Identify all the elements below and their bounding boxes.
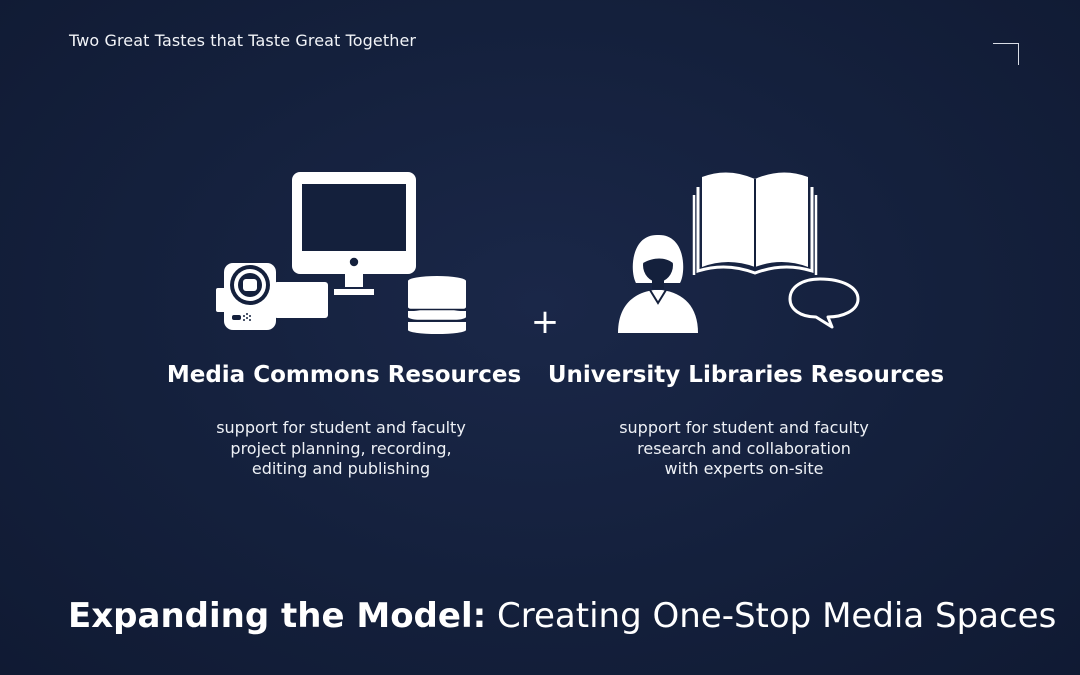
open-book-icon [692, 172, 818, 275]
media-commons-title: Media Commons Resources [166, 362, 522, 388]
disc-stack-icon [408, 276, 466, 334]
speech-bubble-icon [788, 277, 860, 329]
media-commons-description-line: support for student and faculty [216, 418, 466, 437]
slide-title: Expanding the Model: Creating One-Stop M… [68, 596, 1056, 636]
media-commons-description-line: project planning, recording, [230, 438, 452, 458]
video-camera-icon [216, 263, 328, 330]
monitor-icon [292, 172, 416, 295]
person-icon [618, 235, 698, 333]
university-libraries-description-line: research and collaboration [637, 438, 851, 458]
slide-title-light: Creating One-Stop Media Spaces [486, 596, 1057, 636]
slide-title-bold: Expanding the Model: [68, 596, 487, 636]
slide-subtitle: Two Great Tastes that Taste Great Togeth… [69, 31, 417, 50]
university-libraries-description-line: support for student and faculty [619, 418, 869, 437]
media-commons-description: support for student and faculty project … [171, 418, 511, 480]
media-commons-description-line: editing and publishing [251, 459, 431, 478]
university-libraries-title: University Libraries Resources [547, 362, 945, 388]
university-libraries-description-line: with experts on-site [664, 459, 824, 478]
media-commons-illustration [216, 172, 466, 334]
plus-sign: + [530, 302, 560, 342]
university-libraries-description: support for student and faculty research… [574, 418, 914, 480]
university-libraries-illustration [618, 172, 860, 333]
corner-bracket-decoration [993, 43, 1019, 65]
